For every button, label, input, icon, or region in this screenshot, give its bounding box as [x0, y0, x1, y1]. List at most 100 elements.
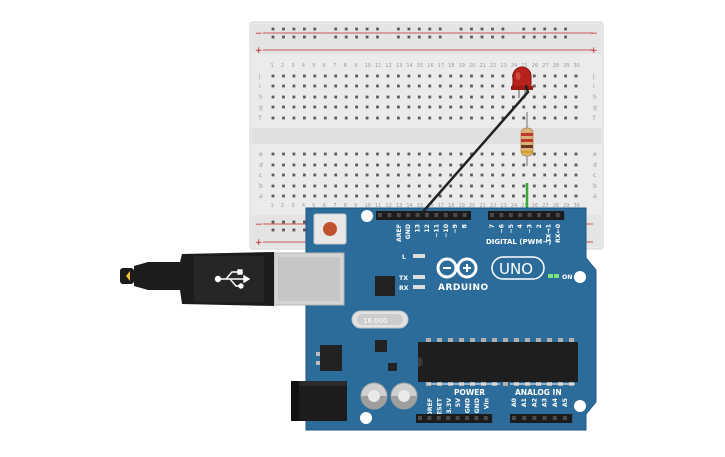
breadboard-hole[interactable] [543, 84, 547, 88]
header-pin[interactable] [446, 416, 451, 420]
breadboard-hole[interactable] [407, 95, 411, 99]
breadboard-hole[interactable] [365, 163, 369, 167]
header-pin[interactable] [387, 213, 392, 217]
breadboard-hole[interactable] [271, 74, 275, 78]
breadboard-hole[interactable] [428, 116, 432, 120]
breadboard-hole[interactable] [376, 163, 379, 167]
breadboard-hole[interactable] [292, 116, 296, 120]
breadboard-hole[interactable] [365, 184, 369, 188]
breadboard-hole[interactable] [271, 173, 275, 177]
breadboard-hole[interactable] [407, 84, 411, 88]
header-pin[interactable] [427, 416, 432, 420]
header-pin[interactable] [434, 213, 439, 217]
rail-hole[interactable] [438, 35, 442, 39]
breadboard-hole[interactable] [376, 95, 379, 99]
breadboard-hole[interactable] [386, 116, 390, 120]
rail-hole[interactable] [564, 27, 567, 31]
header-pin[interactable] [563, 416, 567, 420]
breadboard-hole[interactable] [480, 173, 484, 177]
rail-hole[interactable] [282, 27, 285, 31]
analog-pin-header[interactable] [510, 414, 573, 423]
breadboard-hole[interactable] [501, 74, 505, 78]
rail-hole[interactable] [397, 35, 400, 39]
breadboard-hole[interactable] [386, 74, 390, 78]
digital-pin-header[interactable] [376, 211, 565, 220]
breadboard-hole[interactable] [271, 105, 275, 109]
rail-hole[interactable] [271, 220, 275, 224]
breadboard-hole[interactable] [365, 173, 369, 177]
breadboard-hole[interactable] [428, 95, 432, 99]
breadboard-hole[interactable] [407, 173, 411, 177]
rail-hole[interactable] [344, 35, 348, 39]
breadboard-hole[interactable] [303, 95, 306, 99]
breadboard-hole[interactable] [271, 163, 275, 167]
rail-hole[interactable] [470, 27, 473, 31]
rail-hole[interactable] [532, 27, 536, 31]
header-pin[interactable] [415, 213, 420, 217]
header-pin[interactable] [537, 213, 541, 217]
breadboard-hole[interactable] [564, 116, 567, 120]
breadboard-hole[interactable] [376, 105, 379, 109]
breadboard-hole[interactable] [522, 194, 526, 198]
rail-hole[interactable] [407, 27, 411, 31]
breadboard-hole[interactable] [480, 84, 484, 88]
breadboard-hole[interactable] [397, 95, 400, 99]
breadboard-hole[interactable] [397, 194, 400, 198]
breadboard-hole[interactable] [564, 105, 567, 109]
breadboard-hole[interactable] [334, 152, 338, 156]
rail-hole[interactable] [459, 27, 463, 31]
breadboard-hole[interactable] [282, 163, 285, 167]
breadboard-hole[interactable] [417, 173, 421, 177]
breadboard-hole[interactable] [271, 152, 275, 156]
breadboard-hole[interactable] [355, 184, 358, 188]
breadboard-hole[interactable] [438, 184, 442, 188]
breadboard-hole[interactable] [470, 163, 473, 167]
breadboard-hole[interactable] [532, 95, 536, 99]
breadboard-hole[interactable] [438, 95, 442, 99]
breadboard-hole[interactable] [407, 105, 411, 109]
breadboard-hole[interactable] [397, 173, 400, 177]
breadboard-hole[interactable] [522, 116, 526, 120]
rail-hole[interactable] [292, 35, 296, 39]
breadboard-hole[interactable] [355, 152, 358, 156]
breadboard-hole[interactable] [438, 105, 442, 109]
breadboard-hole[interactable] [512, 116, 515, 120]
breadboard-hole[interactable] [512, 194, 515, 198]
breadboard-hole[interactable] [438, 163, 442, 167]
breadboard-hole[interactable] [564, 152, 567, 156]
header-pin[interactable] [418, 416, 422, 420]
header-pin[interactable] [406, 213, 411, 217]
breadboard-hole[interactable] [292, 84, 296, 88]
breadboard-hole[interactable] [355, 95, 358, 99]
black-wire[interactable] [419, 84, 530, 216]
breadboard-hole[interactable] [480, 163, 484, 167]
breadboard-hole[interactable] [376, 116, 379, 120]
rail-hole[interactable] [543, 27, 547, 31]
rail-hole[interactable] [532, 35, 536, 39]
breadboard-hole[interactable] [386, 105, 390, 109]
breadboard-hole[interactable] [491, 84, 494, 88]
rail-hole[interactable] [491, 27, 494, 31]
breadboard-hole[interactable] [491, 74, 494, 78]
breadboard-hole[interactable] [386, 84, 390, 88]
header-pin[interactable] [512, 416, 516, 420]
breadboard-hole[interactable] [386, 194, 390, 198]
breadboard-hole[interactable] [344, 105, 348, 109]
rail-hole[interactable] [365, 35, 369, 39]
breadboard-hole[interactable] [449, 163, 453, 167]
breadboard-hole[interactable] [459, 173, 463, 177]
breadboard-hole[interactable] [365, 84, 369, 88]
breadboard-hole[interactable] [438, 152, 442, 156]
breadboard-hole[interactable] [459, 74, 463, 78]
rail-hole[interactable] [417, 35, 421, 39]
rail-hole[interactable] [491, 35, 494, 39]
breadboard-hole[interactable] [480, 105, 484, 109]
breadboard-hole[interactable] [334, 116, 338, 120]
breadboard-hole[interactable] [303, 184, 306, 188]
breadboard-hole[interactable] [417, 184, 421, 188]
breadboard-hole[interactable] [543, 163, 547, 167]
breadboard-hole[interactable] [355, 194, 358, 198]
rail-hole[interactable] [292, 228, 296, 232]
breadboard-hole[interactable] [271, 84, 275, 88]
rail-hole[interactable] [480, 35, 484, 39]
